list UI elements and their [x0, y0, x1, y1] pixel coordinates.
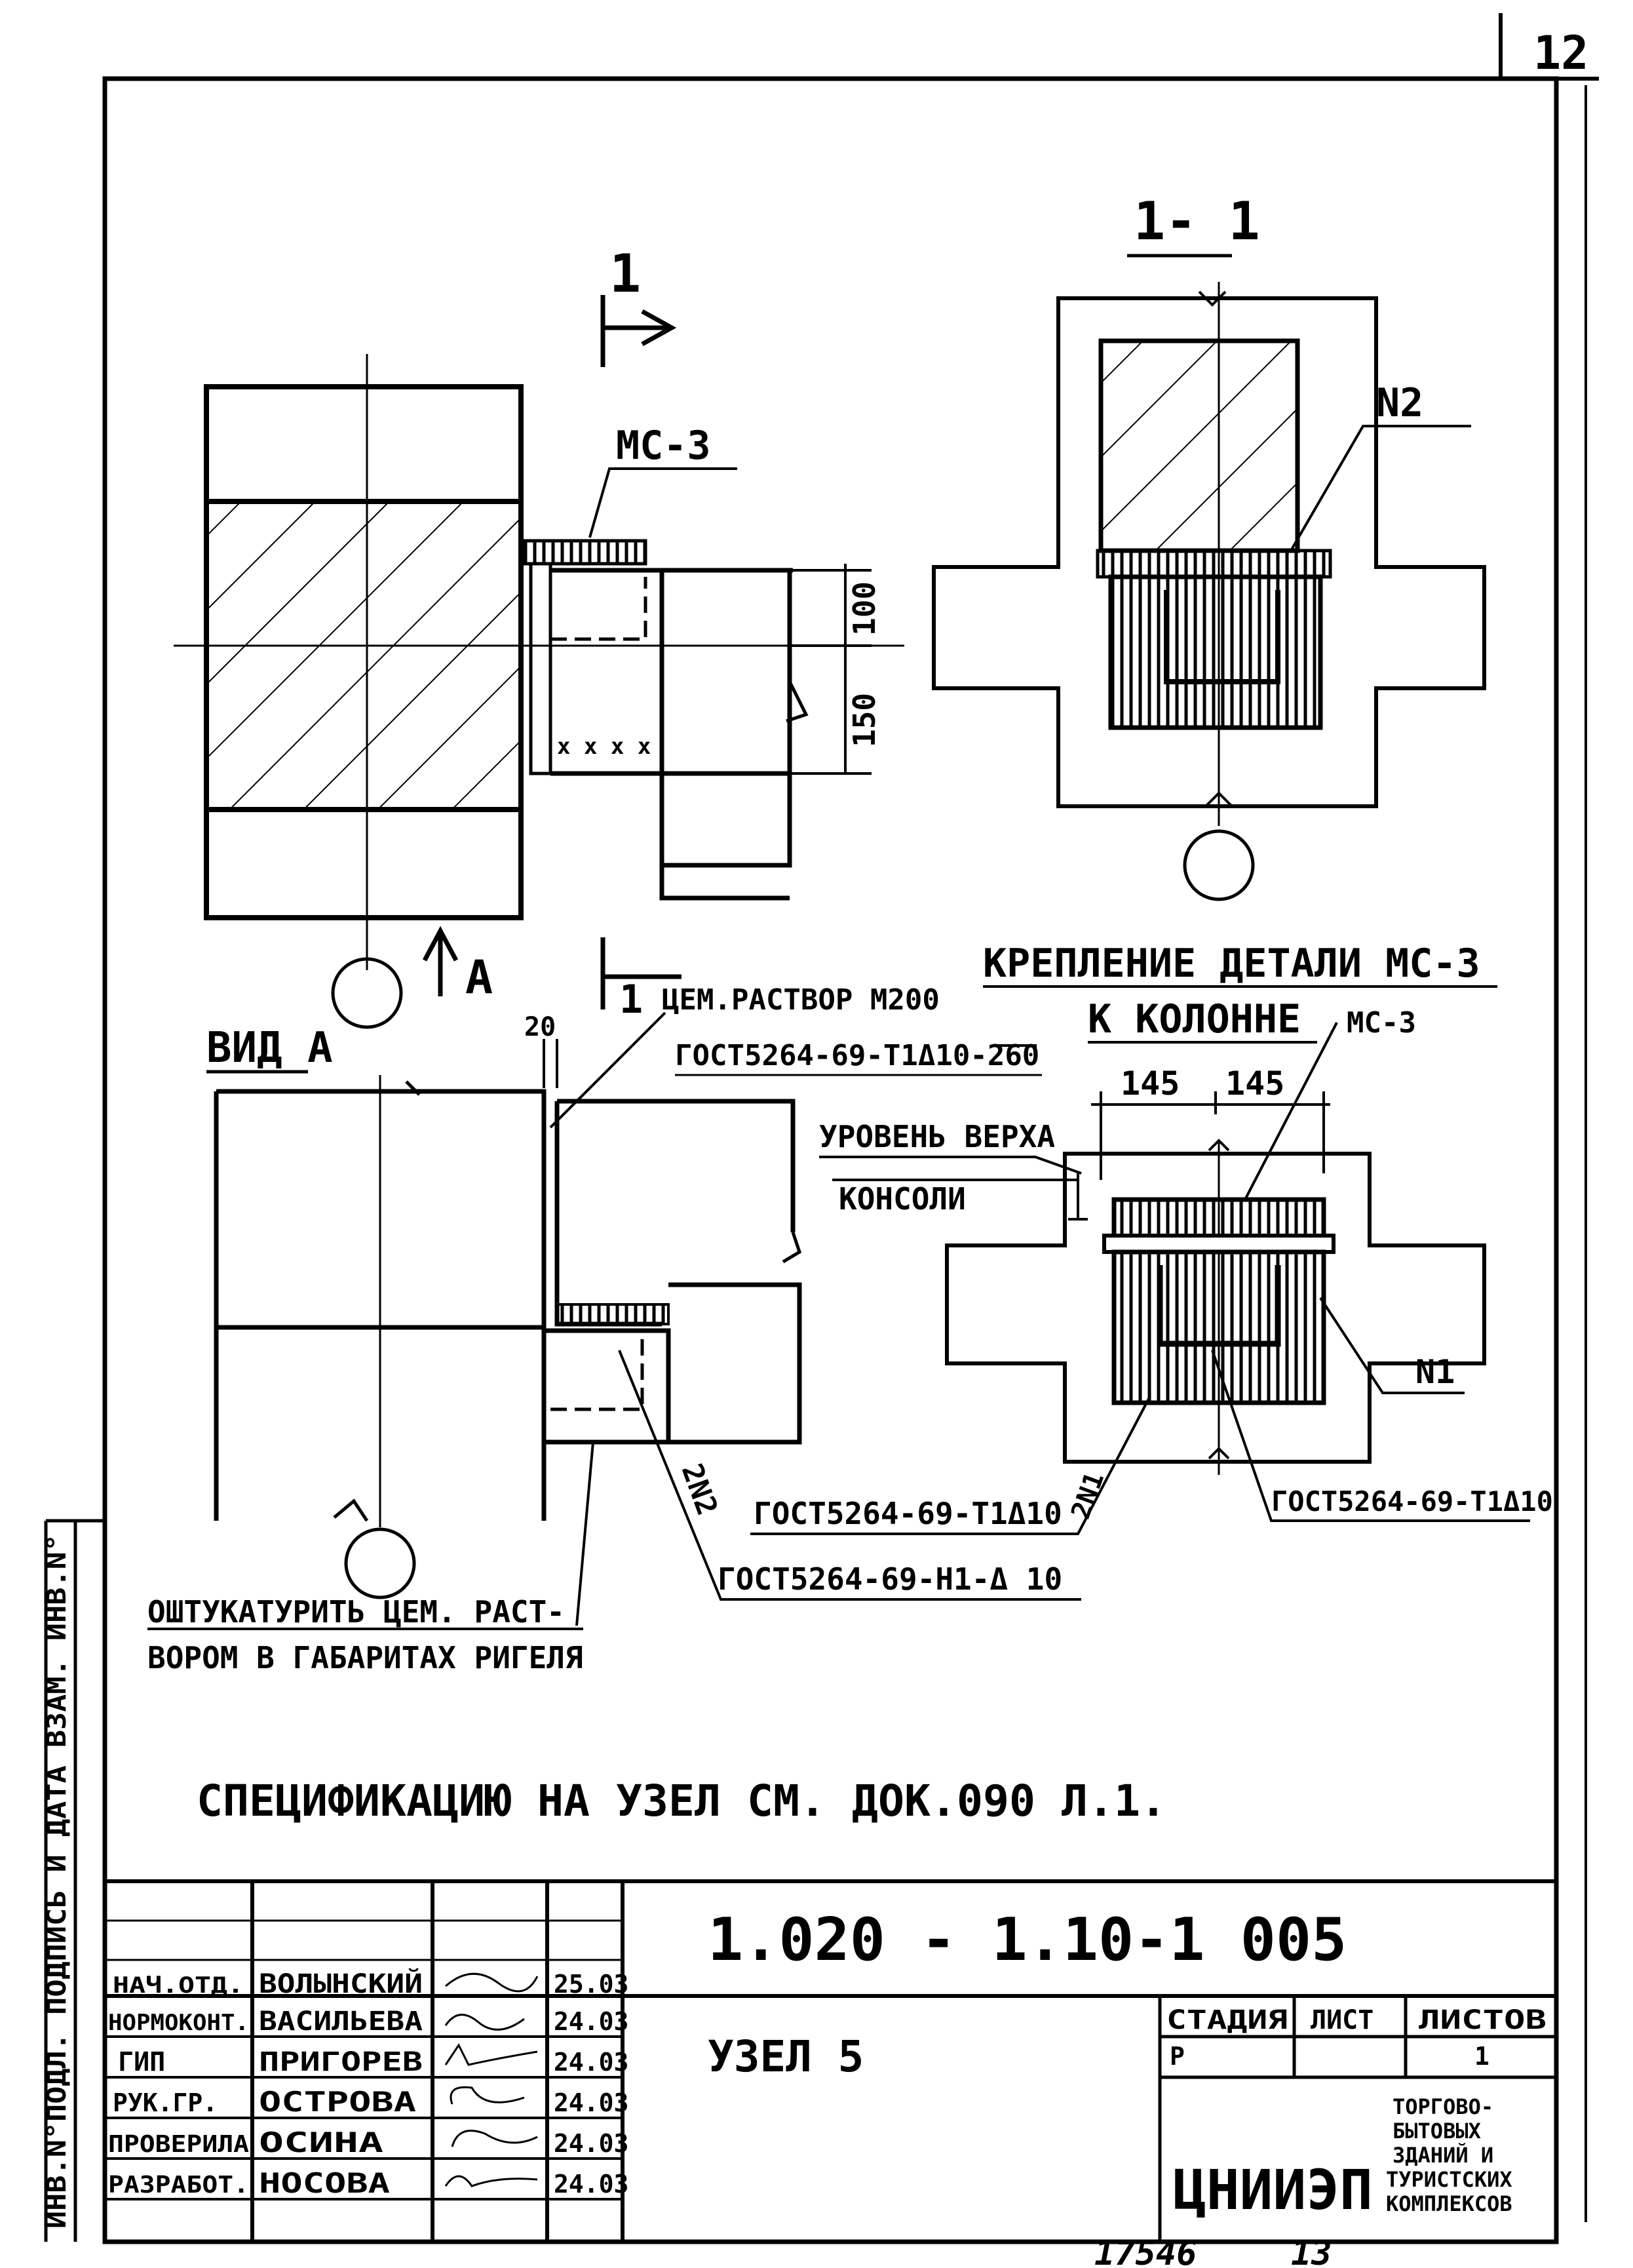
label-gost-t1-right: ГОСТ5264-69-Т1Δ10 — [1271, 1485, 1553, 1517]
svg-text:ПРИГОРЕВ: ПРИГОРЕВ — [259, 2047, 423, 2077]
attach-title-1: КРЕПЛЕНИЕ ДЕТАЛИ МС-3 — [983, 941, 1480, 987]
label-mc3-top: МС-3 — [616, 423, 711, 469]
footer-inventory: 17546 — [1094, 2234, 1197, 2268]
section-mark-top — [600, 295, 677, 367]
label-top-level-2: КОНСОЛИ — [839, 1181, 966, 1217]
sheet-number-box: 12 — [1499, 13, 1599, 81]
section-title: 1- 1 — [1134, 191, 1260, 252]
section-axis-bubble — [1183, 829, 1255, 901]
staff-row-2: НОРМОКОНТ. ВАСИЛЬЕВА 24.03 — [108, 2006, 628, 2037]
label-gost-h1: ГОСТ5264-69-Н1-Δ 10 — [718, 1561, 1062, 1597]
svg-text:x x x x: x x x x — [557, 733, 651, 760]
label-mc3-attach: МС-3 — [1347, 1006, 1416, 1040]
staff-row-5: ПРОВЕРИЛА ОСИНА 24.03 — [108, 2126, 628, 2159]
svg-text:ВОЛЫНСКИЙ: ВОЛЫНСКИЙ — [259, 1968, 423, 1999]
attach-console — [1111, 1249, 1326, 1405]
svg-text:НОРМОКОНТ.: НОРМОКОНТ. — [108, 2010, 249, 2036]
svg-text:РУК.ГР.: РУК.ГР. — [113, 2088, 218, 2117]
label-top-level-1: УРОВЕНЬ ВЕРХА — [819, 1119, 1055, 1154]
mc3-plate — [522, 539, 647, 566]
label-n2: N2 — [1376, 380, 1423, 426]
label-plaster-2: ВОРОМ В ГАБАРИТАХ РИГЕЛЯ — [147, 1640, 583, 1675]
svg-text:24.03: 24.03 — [554, 2088, 628, 2117]
org-name: ЦНИИЭП — [1173, 2158, 1373, 2222]
view-title: ВИД А — [206, 1024, 333, 1072]
svg-text:1: 1 — [619, 977, 643, 1023]
dim-150: 150 — [847, 693, 882, 747]
section-plate — [1096, 549, 1332, 579]
view-a-console — [554, 1099, 802, 1445]
svg-text:1: 1 — [609, 243, 641, 304]
svg-text:25.03: 25.03 — [554, 1970, 628, 1999]
svg-text:РАЗРАБОТ.: РАЗРАБОТ. — [108, 2172, 249, 2199]
view-a-axis-bubble — [344, 1527, 416, 1599]
view-arrow-a — [422, 926, 459, 996]
dim-20: 20 — [524, 1012, 556, 1042]
svg-text:ТУРИСТСКИХ: ТУРИСТСКИХ — [1386, 2167, 1512, 2192]
plan-view: x x x x 100 150 МС-3 1 A 1 — [174, 243, 904, 1029]
svg-text:ГИП: ГИП — [118, 2047, 165, 2077]
attach-plate — [1102, 1234, 1335, 1254]
label-gost-t1-left: ГОСТ5264-69-Т1Δ10 — [754, 1496, 1062, 1531]
node-title: УЗЕЛ 5 — [708, 2031, 864, 2082]
concrete-fill — [204, 499, 523, 811]
svg-text:КОМПЛЕКСОВ: КОМПЛЕКСОВ — [1386, 2191, 1512, 2216]
title-block: 1.020 - 1.10-1 005 НАЧ.ОТД. ВОЛЫНСКИЙ 25… — [105, 1879, 1556, 2242]
sheets-header: ЛИСТОВ — [1419, 2005, 1547, 2035]
dim-100: 100 — [847, 581, 882, 636]
staff-row-1: НАЧ.ОТД. ВОЛЫНСКИЙ 25.03 — [113, 1968, 628, 1999]
svg-text:ВАСИЛЬЕВА: ВАСИЛЬЕВА — [259, 2006, 423, 2037]
console-plan — [550, 568, 792, 868]
label-plaster-1: ОШТУКАТУРИТЬ ЦЕМ. РАСТ- — [147, 1594, 565, 1630]
dim-145-a: 145 — [1121, 1065, 1180, 1103]
footer-page: 13 — [1291, 2234, 1332, 2268]
view-a: ВИД А 20 ЦЕМ.РАСТВОР М200 ГОСТ5264-69-Т1… — [147, 983, 1081, 1675]
section-column-outline — [932, 296, 1486, 808]
attach-title-2: К КОЛОННЕ — [1088, 996, 1301, 1042]
staff-row-6: РАЗРАБОТ. НОСОВА 24.03 — [108, 2167, 628, 2199]
sheets-value: 1 — [1474, 2042, 1489, 2071]
section-1-1: 1- 1 N2 — [932, 191, 1486, 901]
svg-text:24.03: 24.03 — [554, 2007, 628, 2036]
org-description: ТОРГОВО- БЫТОВЫХ ЗДАНИЙ И ТУРИСТСКИХ КОМ… — [1386, 2094, 1512, 2216]
stage-header: СТАДИЯ — [1166, 2005, 1288, 2035]
label-cement-mortar: ЦЕМ.РАСТВОР М200 — [662, 983, 940, 1017]
document-code: 1.020 - 1.10-1 005 — [708, 1906, 1347, 1974]
svg-text:ПРОВЕРИЛА: ПРОВЕРИЛА — [108, 2131, 249, 2158]
svg-text:24.03: 24.03 — [554, 2129, 628, 2158]
svg-text:ЗДАНИЙ И: ЗДАНИЙ И — [1393, 2143, 1493, 2168]
svg-text:ТОРГОВО-: ТОРГОВО- — [1393, 2094, 1493, 2119]
staff-row-3: ГИП ПРИГОРЕВ 24.03 — [118, 2043, 628, 2077]
axis-bubble — [331, 957, 403, 1029]
label-n1: N1 — [1415, 1353, 1455, 1391]
sheet-header: ЛИСТ — [1311, 2005, 1374, 2035]
sheet-number: 12 — [1533, 26, 1588, 80]
stage-value: Р — [1170, 2042, 1185, 2071]
svg-text:НОСОВА: НОСОВА — [259, 2167, 390, 2199]
svg-text:24.03: 24.03 — [554, 2170, 628, 2199]
attach-column-outline — [945, 1152, 1486, 1464]
staff-row-4: РУК.ГР. ОСТРОВА 24.03 — [113, 2086, 628, 2118]
label-gost-t1-260: ГОСТ5264-69-Т1Δ10-260 — [675, 1039, 1039, 1072]
label-2n2: 2N2 — [675, 1459, 724, 1519]
svg-text:ОСИНА: ОСИНА — [259, 2126, 383, 2159]
section-console — [1108, 574, 1323, 730]
dim-145-b: 145 — [1225, 1065, 1284, 1103]
attachment-detail: КРЕПЛЕНИЕ ДЕТАЛИ МС-3 К КОЛОННЕ МС-3 145… — [750, 941, 1553, 1535]
side-stamp-text: ИНВ.N°ПОДЛ. ПОДПИСЬ И ДАТА ВЗАМ. ИНВ.N° — [42, 1534, 72, 2229]
svg-text:ОСТРОВА: ОСТРОВА — [259, 2086, 416, 2118]
svg-text:24.03: 24.03 — [554, 2048, 628, 2077]
view-arrow-label: A — [465, 950, 493, 1004]
specification-note: СПЕЦИФИКАЦИЮ НА УЗЕЛ СМ. ДОК.090 Л.1. — [197, 1776, 1166, 1826]
section-beam — [1098, 338, 1300, 553]
side-stamp: ИНВ.N°ПОДЛ. ПОДПИСЬ И ДАТА ВЗАМ. ИНВ.N° — [42, 1519, 105, 2242]
svg-text:НАЧ.ОТД.: НАЧ.ОТД. — [113, 1972, 244, 1999]
svg-text:БЫТОВЫХ: БЫТОВЫХ — [1393, 2119, 1481, 2143]
